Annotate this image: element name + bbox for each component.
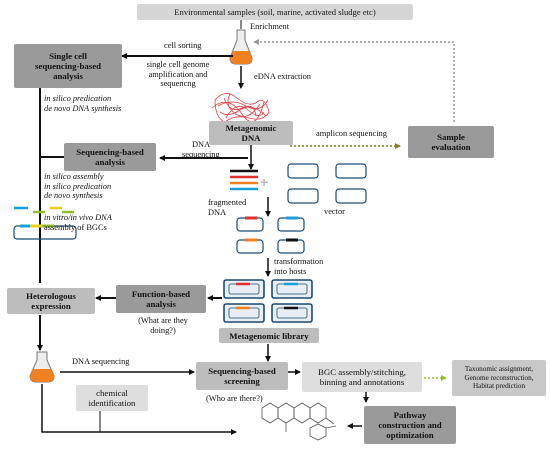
- seq-method-3: de novo synthesis: [44, 191, 103, 201]
- pathway-line-2: construction and: [378, 420, 442, 430]
- sequencing-analysis-box: Sequencing-based analysis: [64, 143, 156, 171]
- single-cell-amp-line-3: sequencng: [160, 79, 196, 89]
- vector-label: vector: [324, 207, 345, 216]
- transformation-label: transformation into hosts: [274, 257, 323, 276]
- cell-sorting-label: cell sorting: [164, 41, 202, 50]
- what-doing-label: (What are they doing?): [130, 316, 196, 335]
- dna-sequencing-label: DNA sequencing: [72, 357, 130, 366]
- fragmented-line-2: DNA: [208, 207, 227, 217]
- what-doing-line-1: (What are they: [138, 316, 188, 325]
- environmental-samples-box: Environmental samples (soil, marine, act…: [137, 4, 413, 20]
- metagenomic-dna-line-1: Metagenomic: [225, 123, 277, 133]
- chemical-identification-box: chemical identification: [76, 385, 148, 411]
- sequencing-label: sequencing: [182, 150, 220, 159]
- metagenomic-library-label: Metagenomic library: [229, 330, 309, 341]
- sample-eval-line-2: evaluation: [431, 142, 471, 152]
- metagenomic-dna-line-2: DNA: [241, 133, 261, 143]
- transformation-line-1: transformation: [274, 257, 324, 266]
- single-cell-amp-label: single cell genome amplification and seq…: [128, 60, 228, 89]
- metagenomic-dna-box: Metagenomic DNA: [209, 121, 293, 145]
- sample-eval-feedback-arrow: [253, 39, 455, 122]
- sample-eval-line-1: Sample: [437, 132, 465, 142]
- transformation-line-2: into hosts: [274, 266, 307, 276]
- taxonomic-line-2: Genome reconstruction,: [464, 373, 534, 382]
- sequencing-methods: in silico assembly in silico predication…: [44, 172, 111, 201]
- single-cell-analysis-box: Single cell sequencing-based analysis: [14, 44, 122, 88]
- chemical-id-line-2: identification: [88, 398, 136, 408]
- construct-icons: [236, 216, 305, 254]
- chemical-id-line-1: chemical: [96, 388, 128, 398]
- edna-extraction-label: eDNA extraction: [254, 72, 311, 81]
- chemical-structure-icon: [261, 402, 337, 441]
- dna-label: DNA: [192, 140, 211, 149]
- heterologous-line-2: expression: [31, 301, 71, 311]
- metagenomic-library-box: Metagenomic library: [219, 328, 319, 343]
- invitro-line-1: in vitro/in vivo DNA: [44, 213, 112, 222]
- amplicon-sequencing-label: amplicon sequencing: [316, 129, 387, 138]
- bgc-assembly-box: BGC assembly/stitching, binning and anno…: [302, 362, 422, 392]
- enrichment-label: Enrichment: [250, 22, 290, 31]
- what-doing-line-2: doing?): [150, 325, 176, 335]
- sequencing-screening-box: Sequencing-based screening: [196, 362, 288, 390]
- seq-method-2: in silico predication: [44, 181, 112, 191]
- product-flask-icon: [29, 351, 55, 383]
- heterologous-line-1: Heterologous: [26, 291, 76, 301]
- single-cell-amp-line-1: single cell genome: [146, 60, 210, 69]
- enrichment-flask-icon: [229, 29, 253, 65]
- function-analysis-box: Function-based analysis: [116, 285, 206, 313]
- taxonomic-line-3: Habitat prediction: [472, 382, 526, 391]
- bgc-strip-icon: [13, 206, 77, 240]
- seq-analysis-line-1: Sequencing-based: [76, 147, 144, 157]
- taxonomic-assignment-box: Taxonomic assignment, Genome reconstruct…: [452, 360, 546, 396]
- single-cell-methods: in silico predication de novo DNA synthe…: [44, 94, 121, 113]
- seq-screening-line-2: screening: [224, 376, 260, 386]
- fragmented-line-1: fragmented: [208, 198, 247, 207]
- seq-analysis-line-2: analysis: [95, 157, 125, 167]
- invitro-line-2: assembly of BGCs: [44, 222, 107, 232]
- pathway-line-1: Pathway: [393, 410, 427, 420]
- seq-screening-line-1: Sequencing-based: [208, 366, 276, 376]
- fragmented-dna-icon: [230, 169, 258, 191]
- pathway-line-3: optimization: [386, 430, 434, 440]
- plus-icon: +: [260, 174, 268, 190]
- single-cell-line-3: analysis: [53, 71, 83, 81]
- function-analysis-line-2: analysis: [146, 299, 176, 309]
- bgc-assembly-line-2: binning and annotations: [319, 377, 405, 387]
- host-cell-icons: [223, 279, 313, 323]
- fragmented-dna-label: fragmented DNA: [208, 198, 246, 217]
- sc-method-1: in silico predication: [44, 94, 112, 103]
- single-cell-line-1: Single cell: [49, 51, 87, 61]
- single-cell-amp-line-2: amplification and: [148, 69, 208, 79]
- edna-tangle-icon: [211, 93, 270, 123]
- environmental-samples-label: Environmental samples (soil, marine, act…: [174, 7, 376, 17]
- sample-evaluation-box: Sample evaluation: [408, 126, 494, 158]
- who-there-label: (Who are there?): [206, 394, 263, 403]
- seq-method-1: in silico assembly: [44, 172, 104, 181]
- vector-icons: [287, 163, 367, 204]
- single-cell-line-2: sequencing-based: [35, 61, 101, 71]
- invitro-assembly-label: in vitro/in vivo DNA assembly of BGCs: [44, 213, 112, 232]
- bgc-assembly-line-1: BGC assembly/stitching,: [318, 367, 406, 377]
- pathway-construction-box: Pathway construction and optimization: [364, 406, 456, 444]
- heterologous-expression-box: Heterologous expression: [7, 288, 95, 314]
- taxonomic-line-1: Taxonomic assignment,: [464, 365, 534, 374]
- function-analysis-line-1: Function-based: [131, 289, 191, 299]
- sc-method-2: de novo DNA synthesis: [44, 103, 122, 113]
